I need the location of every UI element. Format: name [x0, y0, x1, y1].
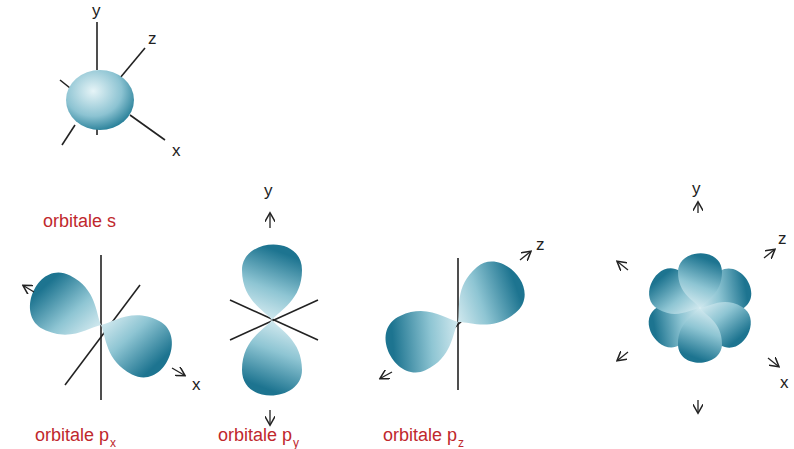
- axis-label: x: [780, 374, 789, 391]
- axis-label: x: [172, 142, 181, 159]
- axis-label: y: [264, 182, 273, 199]
- caption-subscript: y: [293, 437, 299, 449]
- orbital-caption: orbitale p: [218, 426, 292, 444]
- orbital-caption: orbitale s: [43, 212, 116, 230]
- axis-label: z: [148, 30, 157, 47]
- axis-label: z: [536, 236, 545, 253]
- caption-subscript: z: [458, 437, 464, 449]
- axis-label: z: [778, 230, 787, 247]
- axis-label: y: [92, 2, 101, 19]
- caption-subscript: x: [110, 437, 116, 449]
- axis-label: x: [192, 376, 201, 393]
- orbital-caption: orbitale p: [383, 426, 457, 444]
- axis-label: y: [692, 180, 701, 197]
- orbital-caption: orbitale p: [35, 426, 109, 444]
